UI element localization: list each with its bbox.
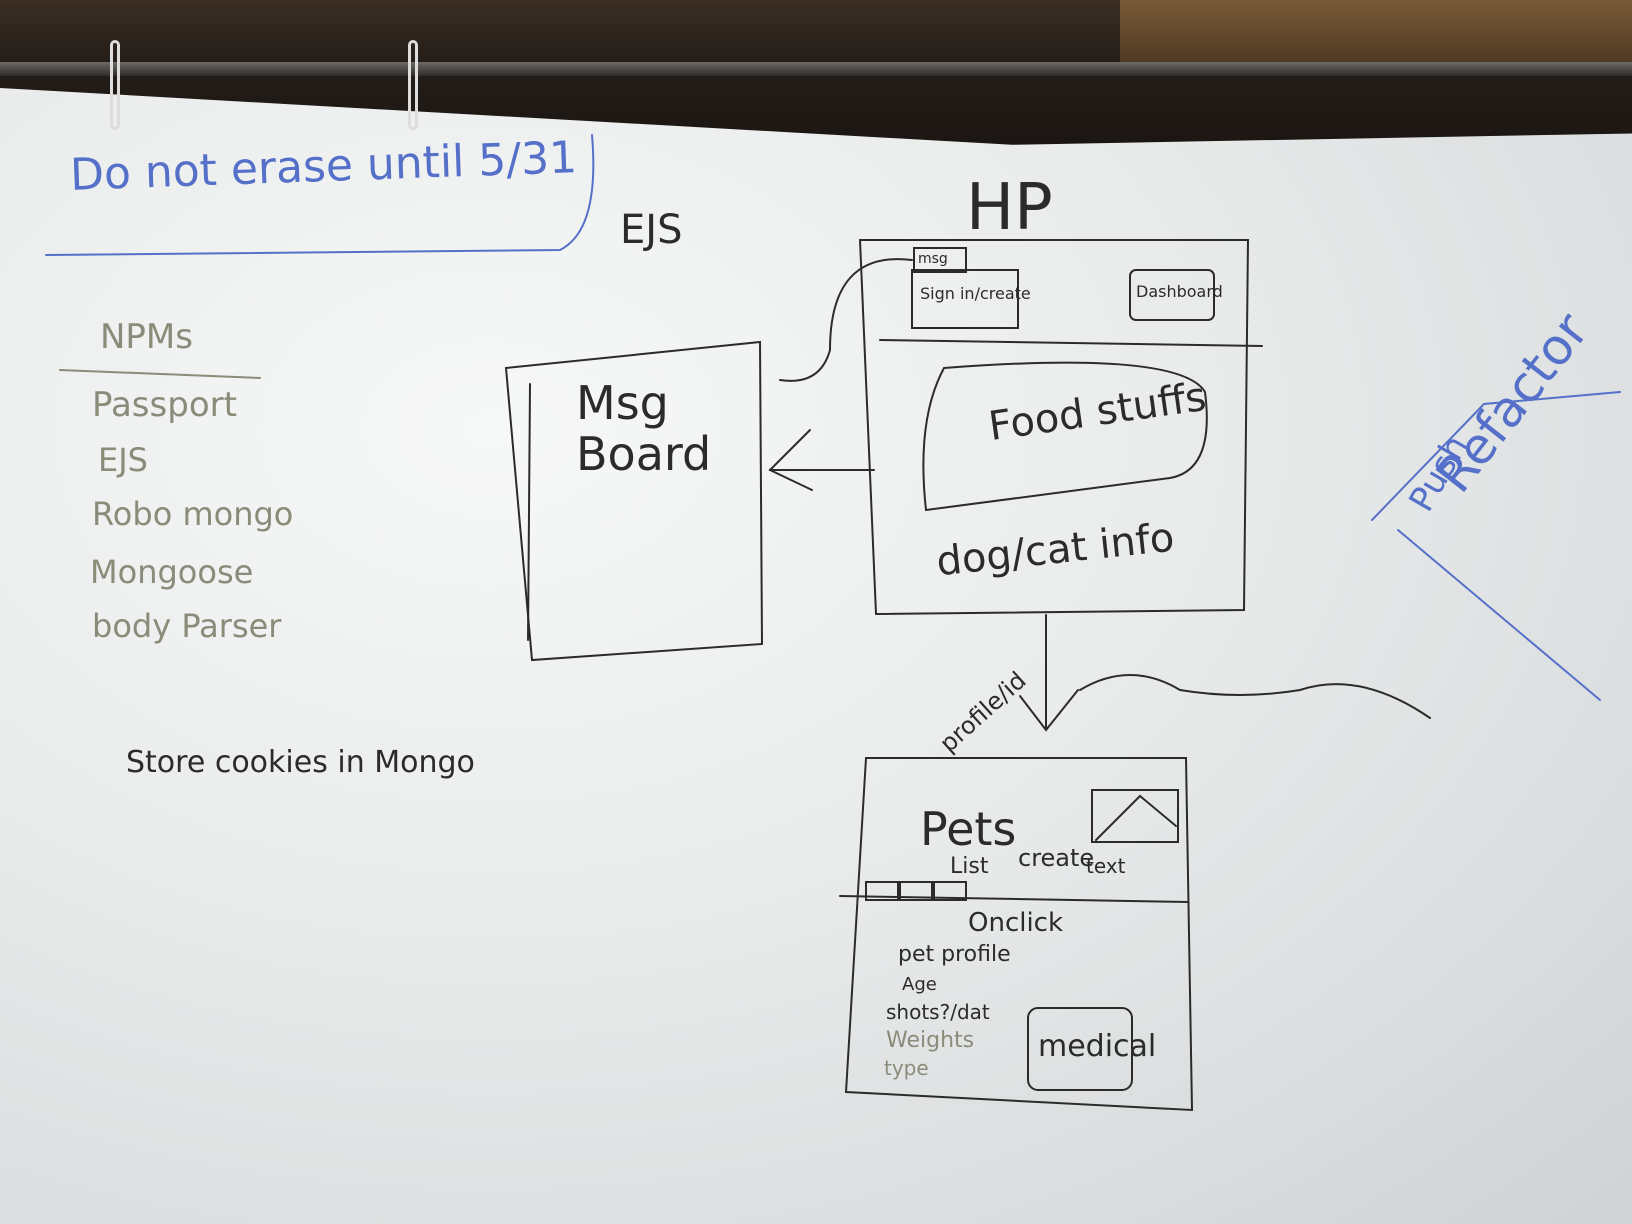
- npm-item: EJS: [98, 441, 148, 479]
- npm-item: Mongoose: [90, 553, 254, 591]
- pets-create-label: create: [1018, 844, 1095, 872]
- npm-item: Robo mongo: [92, 495, 294, 533]
- ejs-label: EJS: [620, 207, 683, 253]
- npms-heading: NPMs: [100, 317, 193, 357]
- msg-board-label: Msg Board: [576, 376, 712, 481]
- pet-field: Weights: [886, 1028, 975, 1053]
- npm-item: Passport: [92, 385, 237, 425]
- pets-list-label: List: [950, 854, 989, 879]
- homepage-title: HP: [966, 171, 1053, 245]
- pet-profile-label: pet profile: [898, 942, 1011, 967]
- ceiling-beam: [1120, 0, 1632, 70]
- cookies-note: Store cookies in Mongo: [126, 745, 475, 780]
- dashboard-label: Dashboard: [1136, 282, 1223, 301]
- board-hook: [408, 40, 418, 130]
- pet-field: Age: [902, 974, 937, 995]
- medical-label: medical: [1038, 1029, 1157, 1064]
- npm-item: body Parser: [92, 607, 282, 645]
- pet-field: type: [884, 1056, 929, 1080]
- onclick-label: Onclick: [968, 908, 1064, 938]
- signin-label: Sign in/create: [920, 284, 1031, 303]
- msg-tab-label: msg: [918, 251, 948, 267]
- pets-title: Pets: [920, 802, 1017, 856]
- whiteboard: [0, 88, 1632, 1224]
- pet-field: shots?/dat: [886, 1000, 990, 1024]
- pets-text-label: text: [1086, 854, 1126, 878]
- board-hook: [110, 40, 120, 130]
